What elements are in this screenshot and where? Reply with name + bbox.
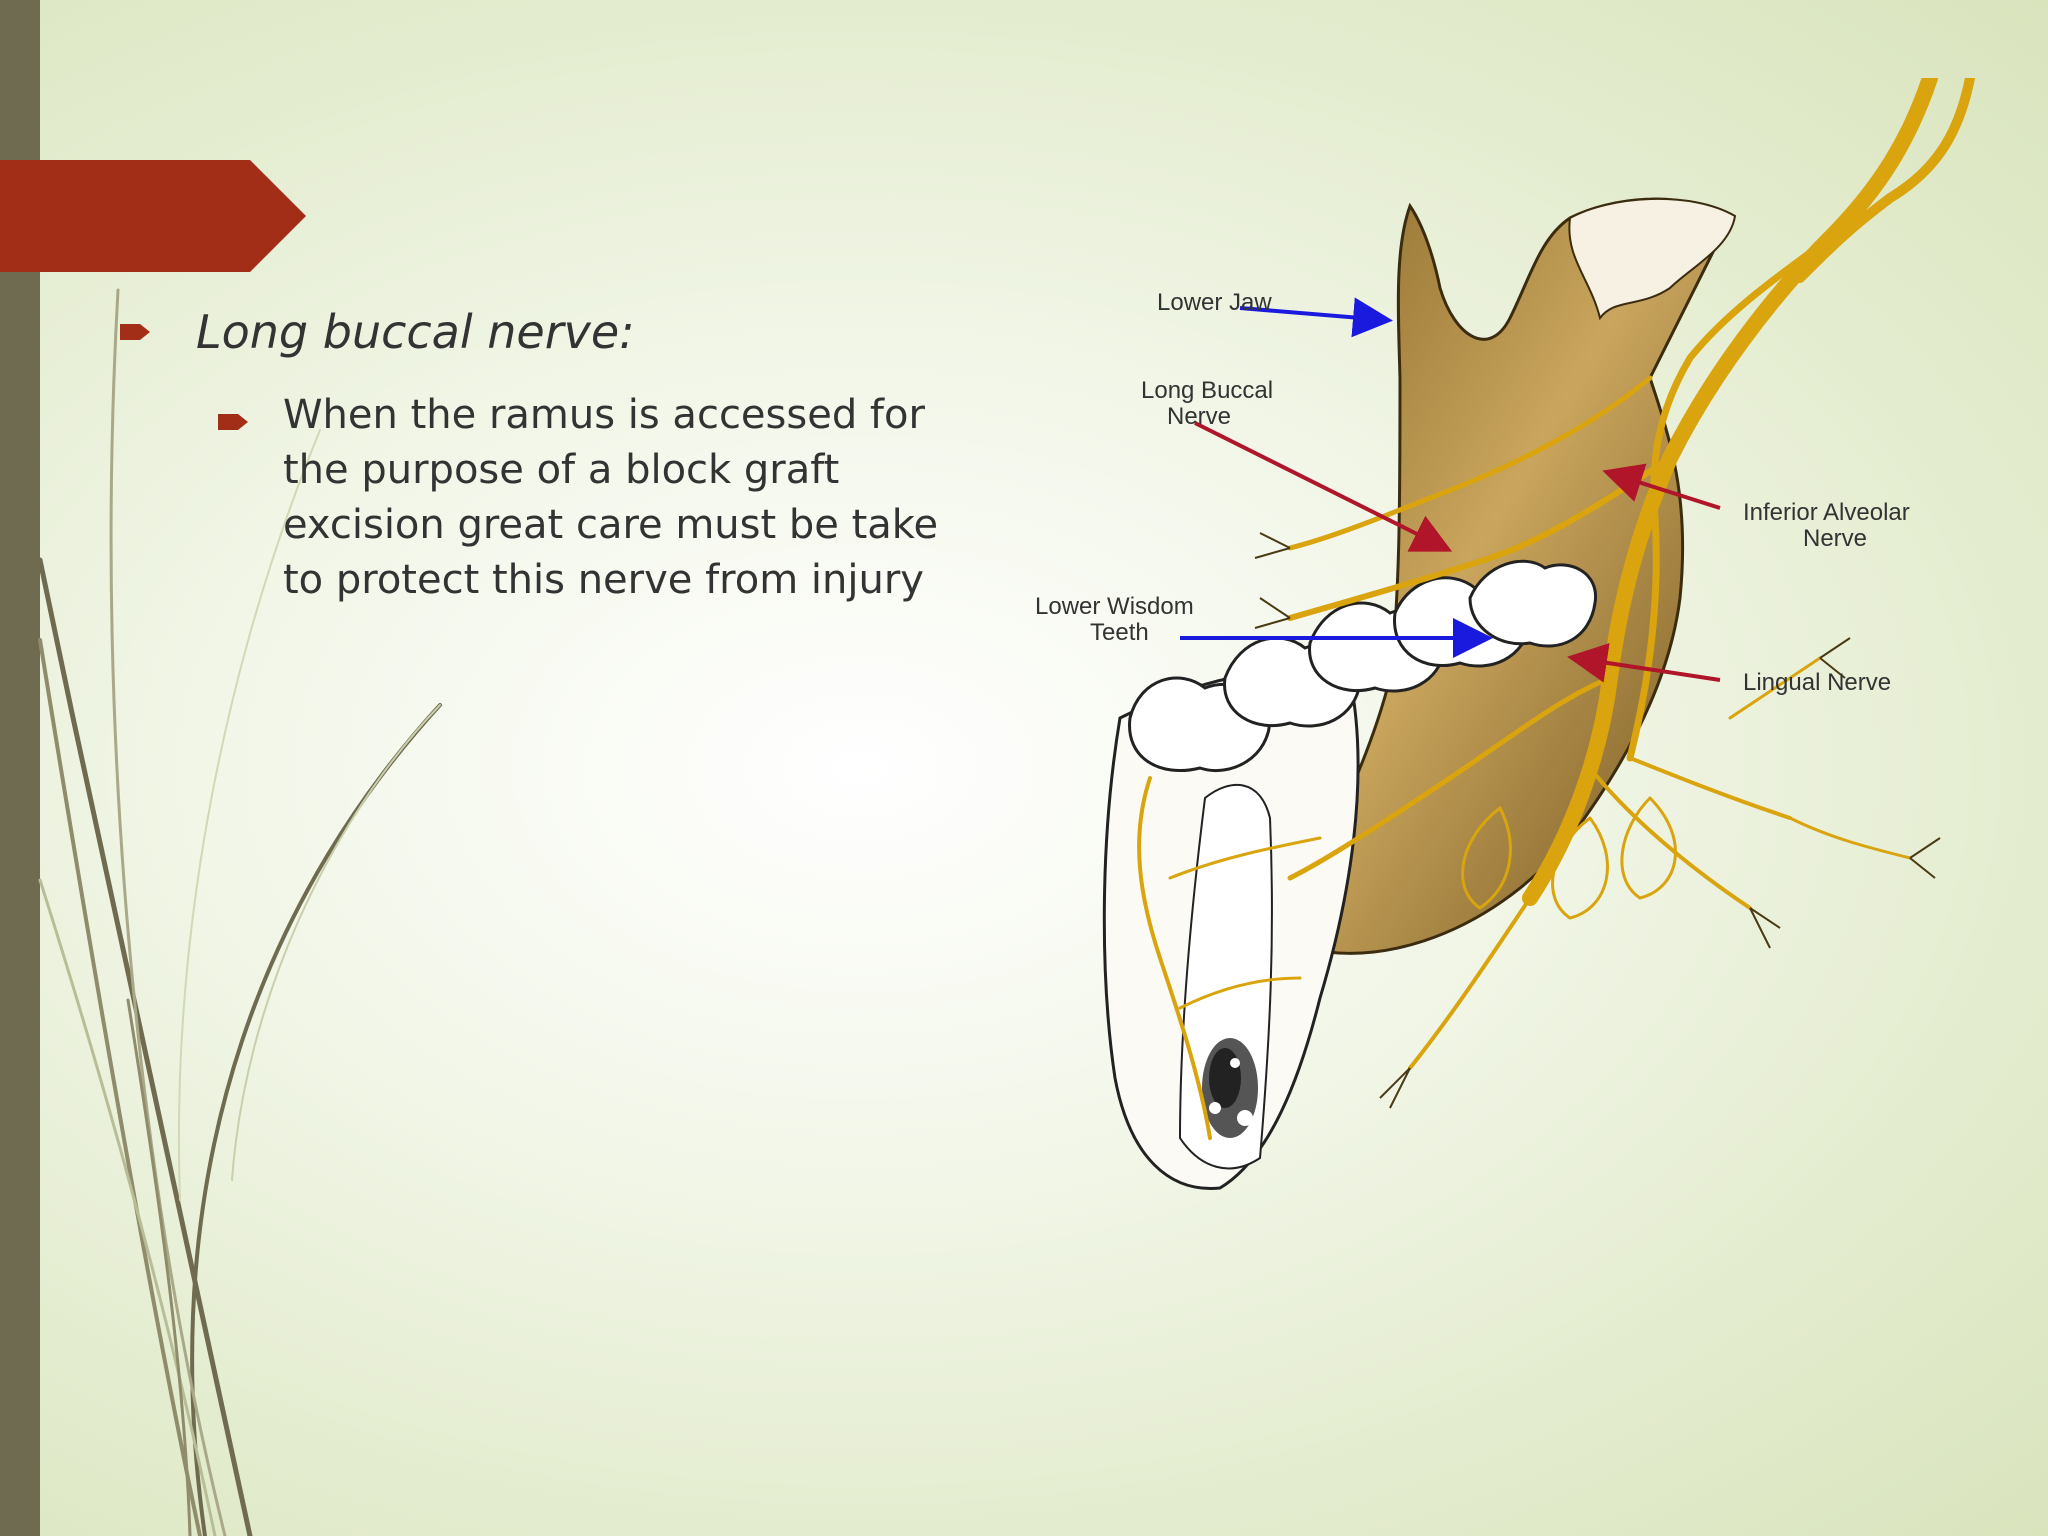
label-inferior-alveolar-2: Nerve: [1803, 525, 1867, 552]
inferior-alveolar-nerve-arrow: [1602, 463, 1721, 510]
bullet-heading-text: Long buccal nerve:: [196, 305, 635, 359]
lingual-nerve-arrow: [1567, 643, 1721, 683]
label-inferior-alveolar-1: Inferior Alveolar: [1743, 499, 1910, 526]
bullet-body-text: When the ramus is accessed for the purpo…: [283, 392, 939, 603]
molar-teeth: [1128, 559, 1597, 773]
mandible-nerve-diagram: Lower Jaw Long Buccal Nerve Inferior Alv…: [1035, 78, 1975, 1190]
arrow-bullet-icon: [120, 324, 150, 340]
label-lingual-nerve: Lingual Nerve: [1743, 669, 1891, 696]
label-long-buccal-2: Nerve: [1167, 403, 1231, 430]
label-long-buccal-1: Long Buccal: [1141, 377, 1273, 404]
arrow-bullet-icon: [218, 414, 248, 430]
lower-jaw-arrow: [1239, 297, 1393, 338]
label-lower-jaw: Lower Jaw: [1157, 289, 1272, 316]
long-buccal-nerve-arrow: [1194, 421, 1453, 552]
title-banner: [0, 160, 306, 272]
nerve-twigs: [1254, 532, 1941, 1109]
nerve-branches: [1137, 78, 1975, 1140]
cancellous-bone: [1202, 1038, 1258, 1138]
label-lower-wisdom-2: Teeth: [1090, 619, 1149, 646]
label-lower-wisdom-1: Lower Wisdom: [1035, 593, 1194, 620]
